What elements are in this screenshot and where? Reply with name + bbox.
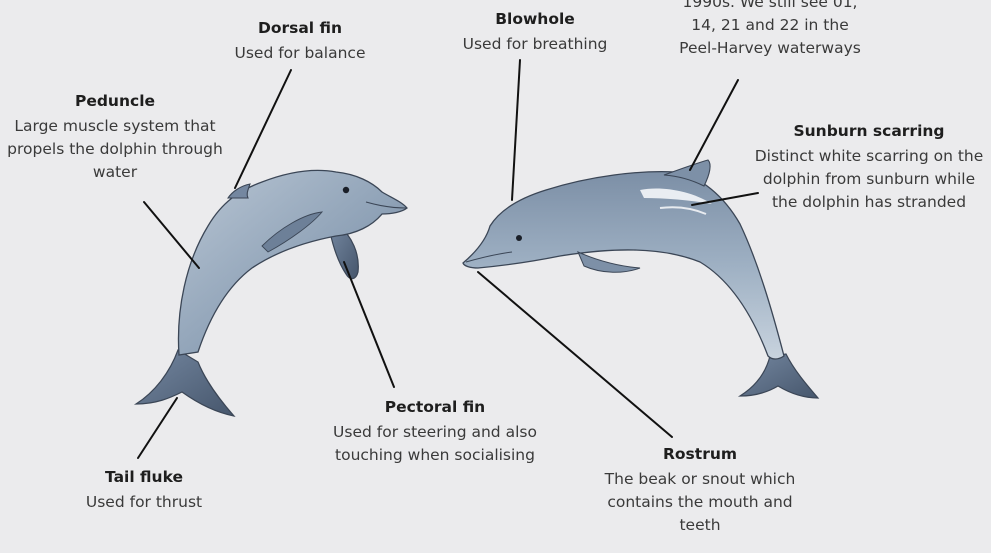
blowhole-title: Blowhole [444, 8, 626, 31]
rostrum-desc: The beak or snout which contains the mou… [600, 468, 800, 537]
peduncle-title: Peduncle [4, 90, 226, 113]
dorsal-note-desc: 1990s. We still see 01, 14, 21 and 22 in… [670, 0, 870, 60]
dorsal-fin-title: Dorsal fin [210, 17, 390, 40]
peduncle-desc: Large muscle system that propels the dol… [4, 115, 226, 184]
label-blowhole: Blowhole Used for breathing [444, 8, 626, 56]
label-dorsal-fin: Dorsal fin Used for balance [210, 17, 390, 65]
right-tail-fluke [740, 354, 818, 398]
label-pectoral-fin: Pectoral fin Used for steering and also … [318, 396, 552, 467]
blowhole-desc: Used for breathing [444, 33, 626, 56]
left-tail-fluke [136, 350, 234, 416]
left-dolphin-eye [343, 187, 349, 193]
leader-line-peduncle [144, 202, 199, 268]
leader-line-blowhole [512, 60, 520, 200]
pectoral-fin-desc: Used for steering and also touching when… [318, 421, 552, 467]
sunburn-scarring-title: Sunburn scarring [750, 120, 988, 143]
tail-fluke-title: Tail fluke [64, 466, 224, 489]
leader-line-pectoral-fin [344, 262, 394, 387]
label-tail-fluke: Tail fluke Used for thrust [64, 466, 224, 514]
label-peduncle: Peduncle Large muscle system that propel… [4, 90, 226, 184]
label-dorsal-note: 1990s. We still see 01, 14, 21 and 22 in… [670, 0, 870, 60]
rostrum-title: Rostrum [600, 443, 800, 466]
leader-line-tail-fluke [138, 398, 177, 458]
sunburn-scarring-desc: Distinct white scarring on the dolphin f… [750, 145, 988, 214]
pectoral-fin-title: Pectoral fin [318, 396, 552, 419]
right-dolphin-eye [516, 235, 522, 241]
label-sunburn-scarring: Sunburn scarring Distinct white scarring… [750, 120, 988, 214]
leader-line-dorsal-fin [235, 70, 291, 188]
left-dorsal-fin [228, 184, 250, 198]
tail-fluke-desc: Used for thrust [64, 491, 224, 514]
left-dolphin [136, 170, 407, 416]
leader-line-dorsal-note [690, 80, 738, 170]
label-rostrum: Rostrum The beak or snout which contains… [600, 443, 800, 537]
right-pectoral-fin [578, 252, 640, 272]
left-dolphin-body [178, 170, 407, 355]
dorsal-fin-desc: Used for balance [210, 42, 390, 65]
